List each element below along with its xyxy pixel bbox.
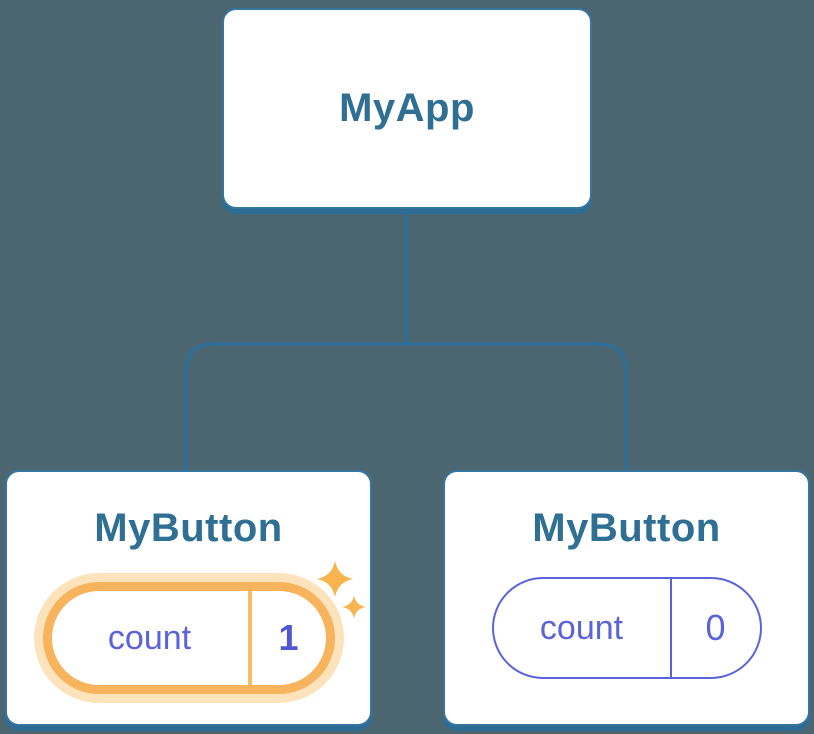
- state-pill-highlighted: count 1: [42, 582, 335, 694]
- sparkle-icon: [317, 561, 353, 597]
- sparkle-icon: [342, 595, 366, 619]
- state-pill-highlight-halo: count 1: [33, 573, 344, 703]
- child-component-card-left: MyButton count 1: [5, 470, 372, 726]
- child-component-card-right: MyButton count 0: [443, 470, 810, 726]
- state-name-label: count: [539, 608, 624, 647]
- root-component-card: MyApp: [222, 8, 592, 209]
- state-pill-divider: [669, 579, 672, 677]
- child-component-label: MyButton: [532, 506, 721, 550]
- state-pill-plain: count 0: [491, 577, 762, 679]
- state-value: 0: [705, 607, 726, 648]
- state-value: 1: [278, 617, 299, 658]
- connector-bracket-line: [184, 342, 628, 470]
- child-component-label: MyButton: [94, 506, 283, 550]
- root-component-label: MyApp: [339, 86, 475, 130]
- state-pill-divider: [247, 591, 252, 685]
- state-name-label: count: [107, 618, 192, 657]
